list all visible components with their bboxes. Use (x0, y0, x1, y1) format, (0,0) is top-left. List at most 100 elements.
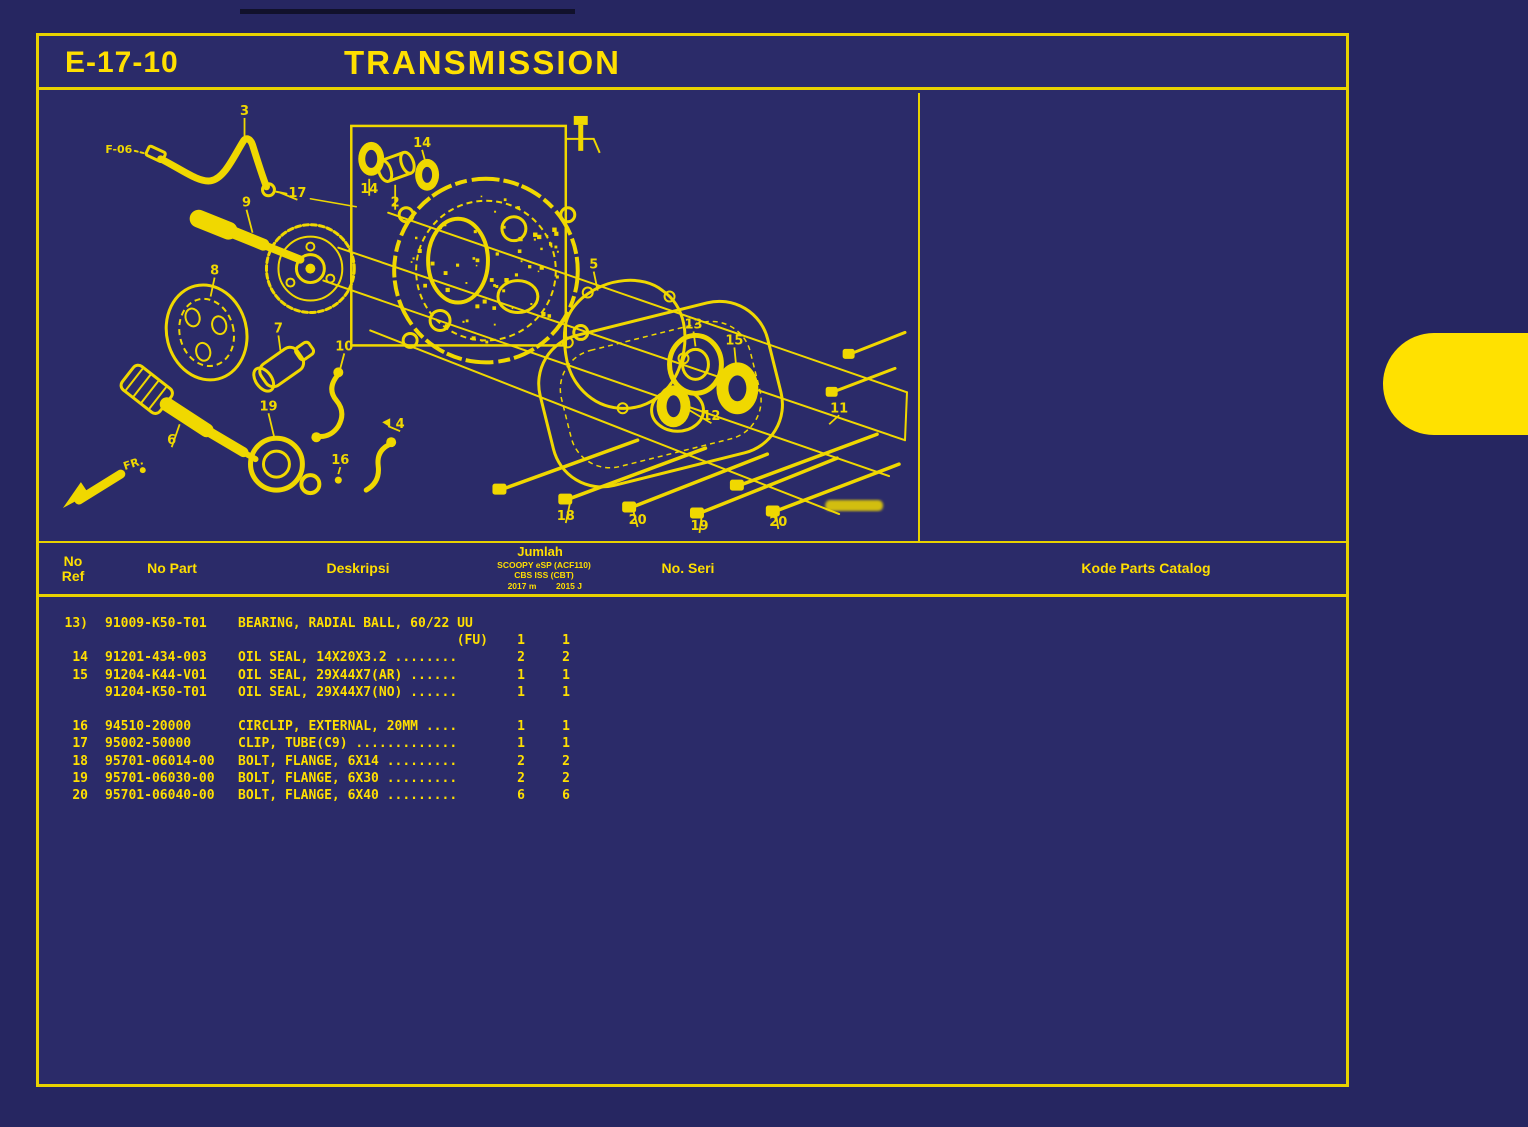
gear-coupler (252, 340, 316, 393)
table-row: (FU) 1 1 (39, 632, 1346, 649)
cell-desc: BOLT, FLANGE, 6X40 ......... (238, 787, 458, 803)
callout-9: 9 (242, 196, 251, 211)
shaft-bearing (248, 435, 342, 496)
exploded-axis-rails (322, 211, 908, 516)
col-kode-parts-catalog: Kode Parts Catalog (1081, 560, 1211, 576)
cell-qty-2015: 1 (562, 633, 570, 649)
cell-desc: CLIP, TUBE(C9) ............. (238, 736, 458, 752)
callout-18: 18 (557, 509, 575, 524)
cell-qty-2015: 2 (562, 650, 570, 666)
exploded-diagram: F-06 (62, 104, 908, 534)
callout-6: 6 (167, 433, 176, 448)
cell-part-no: 94510-20000 (105, 719, 192, 735)
cell-qty-2017: 2 (517, 753, 525, 769)
callout-20: 20 (629, 513, 647, 528)
cell-part-no: 95701-06030-00 (105, 770, 215, 786)
callout-3: 3 (240, 104, 249, 119)
table-row: 16 94510-20000 CIRCLIP, EXTERNAL, 20MM .… (39, 718, 1346, 735)
cell-qty-2015: 2 (562, 770, 570, 786)
tube-clip (260, 182, 276, 198)
col-jumlah-model: SCOOPY eSP (ACF110) (497, 560, 591, 570)
table-row: 14 91201-434-003 OIL SEAL, 14X20X3.2 ...… (39, 649, 1346, 666)
table-row: 19 95701-06030-00 BOLT, FLANGE, 6X30 ...… (39, 770, 1346, 787)
cell-ref-no: 15 (72, 667, 88, 683)
exploded-diagram-panel: F-06 (39, 93, 920, 541)
fr-direction-arrow: FR. (62, 454, 146, 509)
cell-ref-no: 16 (72, 719, 88, 735)
col-no-part: No Part (147, 560, 197, 576)
diagram-code-blob (825, 500, 884, 512)
callout-16: 16 (331, 453, 349, 468)
callout-19: 19 (690, 519, 708, 534)
table-row: 18 95701-06014-00 BOLT, FLANGE, 6X14 ...… (39, 753, 1346, 770)
callout-15: 15 (725, 333, 743, 348)
bearings-and-seals (656, 332, 759, 428)
callout-leader-lines (170, 117, 840, 534)
cell-ref-no: 20 (72, 787, 88, 803)
cell-desc: BOLT, FLANGE, 6X14 ......... (238, 753, 458, 769)
halftone-speckles (410, 195, 559, 344)
callout-17: 17 (288, 186, 306, 201)
cell-qty-2017: 1 (517, 667, 525, 683)
page-nav-pill[interactable] (1383, 333, 1528, 435)
cell-part-no: 91201-434-003 (105, 650, 207, 666)
col-no-seri: No. Seri (661, 560, 715, 576)
cell-ref-no: 17 (72, 736, 88, 752)
col-jumlah-year2: 2015 J (556, 581, 582, 591)
final-shaft-gear (189, 209, 356, 314)
callout-10: 10 (335, 339, 353, 354)
table-row: 17 95002-50000 CLIP, TUBE(C9) ..........… (39, 735, 1346, 752)
top-scrub-bar (240, 9, 575, 14)
callout-11: 11 (830, 401, 848, 416)
flange-bolts (492, 330, 907, 519)
callout-8: 8 (210, 264, 219, 279)
callout-13: 13 (684, 317, 702, 332)
callout-19: 19 (259, 399, 277, 414)
drive-shaft (119, 363, 259, 463)
cell-desc: OIL SEAL, 29X44X7(NO) ...... (238, 684, 458, 700)
cell-qty-2017: 2 (517, 770, 525, 786)
cell-ref-no: 18 (72, 753, 88, 769)
cell-part-no: 95701-06014-00 (105, 753, 215, 769)
table-header: No Ref No Part Deskripsi Jumlah SCOOPY e… (39, 541, 1346, 597)
shift-fork-links (311, 367, 397, 493)
cell-desc: OIL SEAL, 29X44X7(AR) ...... (238, 667, 458, 683)
page-title: TRANSMISSION (343, 44, 621, 81)
cell-qty-2015: 6 (562, 787, 570, 803)
table-row: 13) 91009-K50-T01 BEARING, RADIAL BALL, … (39, 615, 1346, 632)
col-no-ref: No Ref (61, 553, 85, 584)
callout-14: 14 (360, 182, 378, 197)
cell-qty-2015: 2 (562, 753, 570, 769)
cell-desc: CIRCLIP, EXTERNAL, 20MM .... (238, 719, 458, 735)
col-jumlah: Jumlah (517, 544, 563, 559)
sheet-header: E-17-10 TRANSMISSION (39, 36, 1346, 90)
figure-ref-label: F-06 (105, 143, 132, 156)
cell-desc: OIL SEAL, 14X20X3.2 ........ (238, 650, 458, 666)
col-deskripsi: Deskripsi (326, 560, 390, 576)
callout-7: 7 (274, 321, 283, 336)
cell-part-no: 91204-K50-T01 (105, 684, 207, 700)
cell-qty-2015: 1 (562, 667, 570, 683)
table-row: 15 91204-K44-V01 OIL SEAL, 29X44X7(AR) .… (39, 667, 1346, 684)
cell-qty-2017: 1 (517, 736, 525, 752)
cell-part-no: 91204-K44-V01 (105, 667, 207, 683)
cell-part-no: 95002-50000 (105, 736, 192, 752)
cell-ref-no: 13) (64, 616, 88, 632)
seal-inset-box (350, 124, 601, 347)
cell-desc: (FU) (456, 633, 488, 649)
cell-desc: BEARING, RADIAL BALL, 60/22 UU (238, 616, 473, 632)
cell-qty-2015: 1 (562, 736, 570, 752)
cell-part-no: 95701-06040-00 (105, 787, 215, 803)
catalog-sheet: E-17-10 TRANSMISSION F-06 (36, 33, 1349, 1087)
breather-tube (133, 135, 358, 208)
callout-5: 5 (589, 258, 598, 273)
cell-qty-2017: 2 (517, 650, 525, 666)
callout-4: 4 (396, 417, 405, 432)
col-jumlah-variant: CBS ISS (CBT) (514, 570, 574, 580)
table-row: 20 95701-06040-00 BOLT, FLANGE, 6X40 ...… (39, 787, 1346, 804)
cell-part-no: 91009-K50-T01 (105, 616, 207, 632)
callout-14: 14 (413, 136, 431, 151)
cell-qty-2015: 1 (562, 719, 570, 735)
